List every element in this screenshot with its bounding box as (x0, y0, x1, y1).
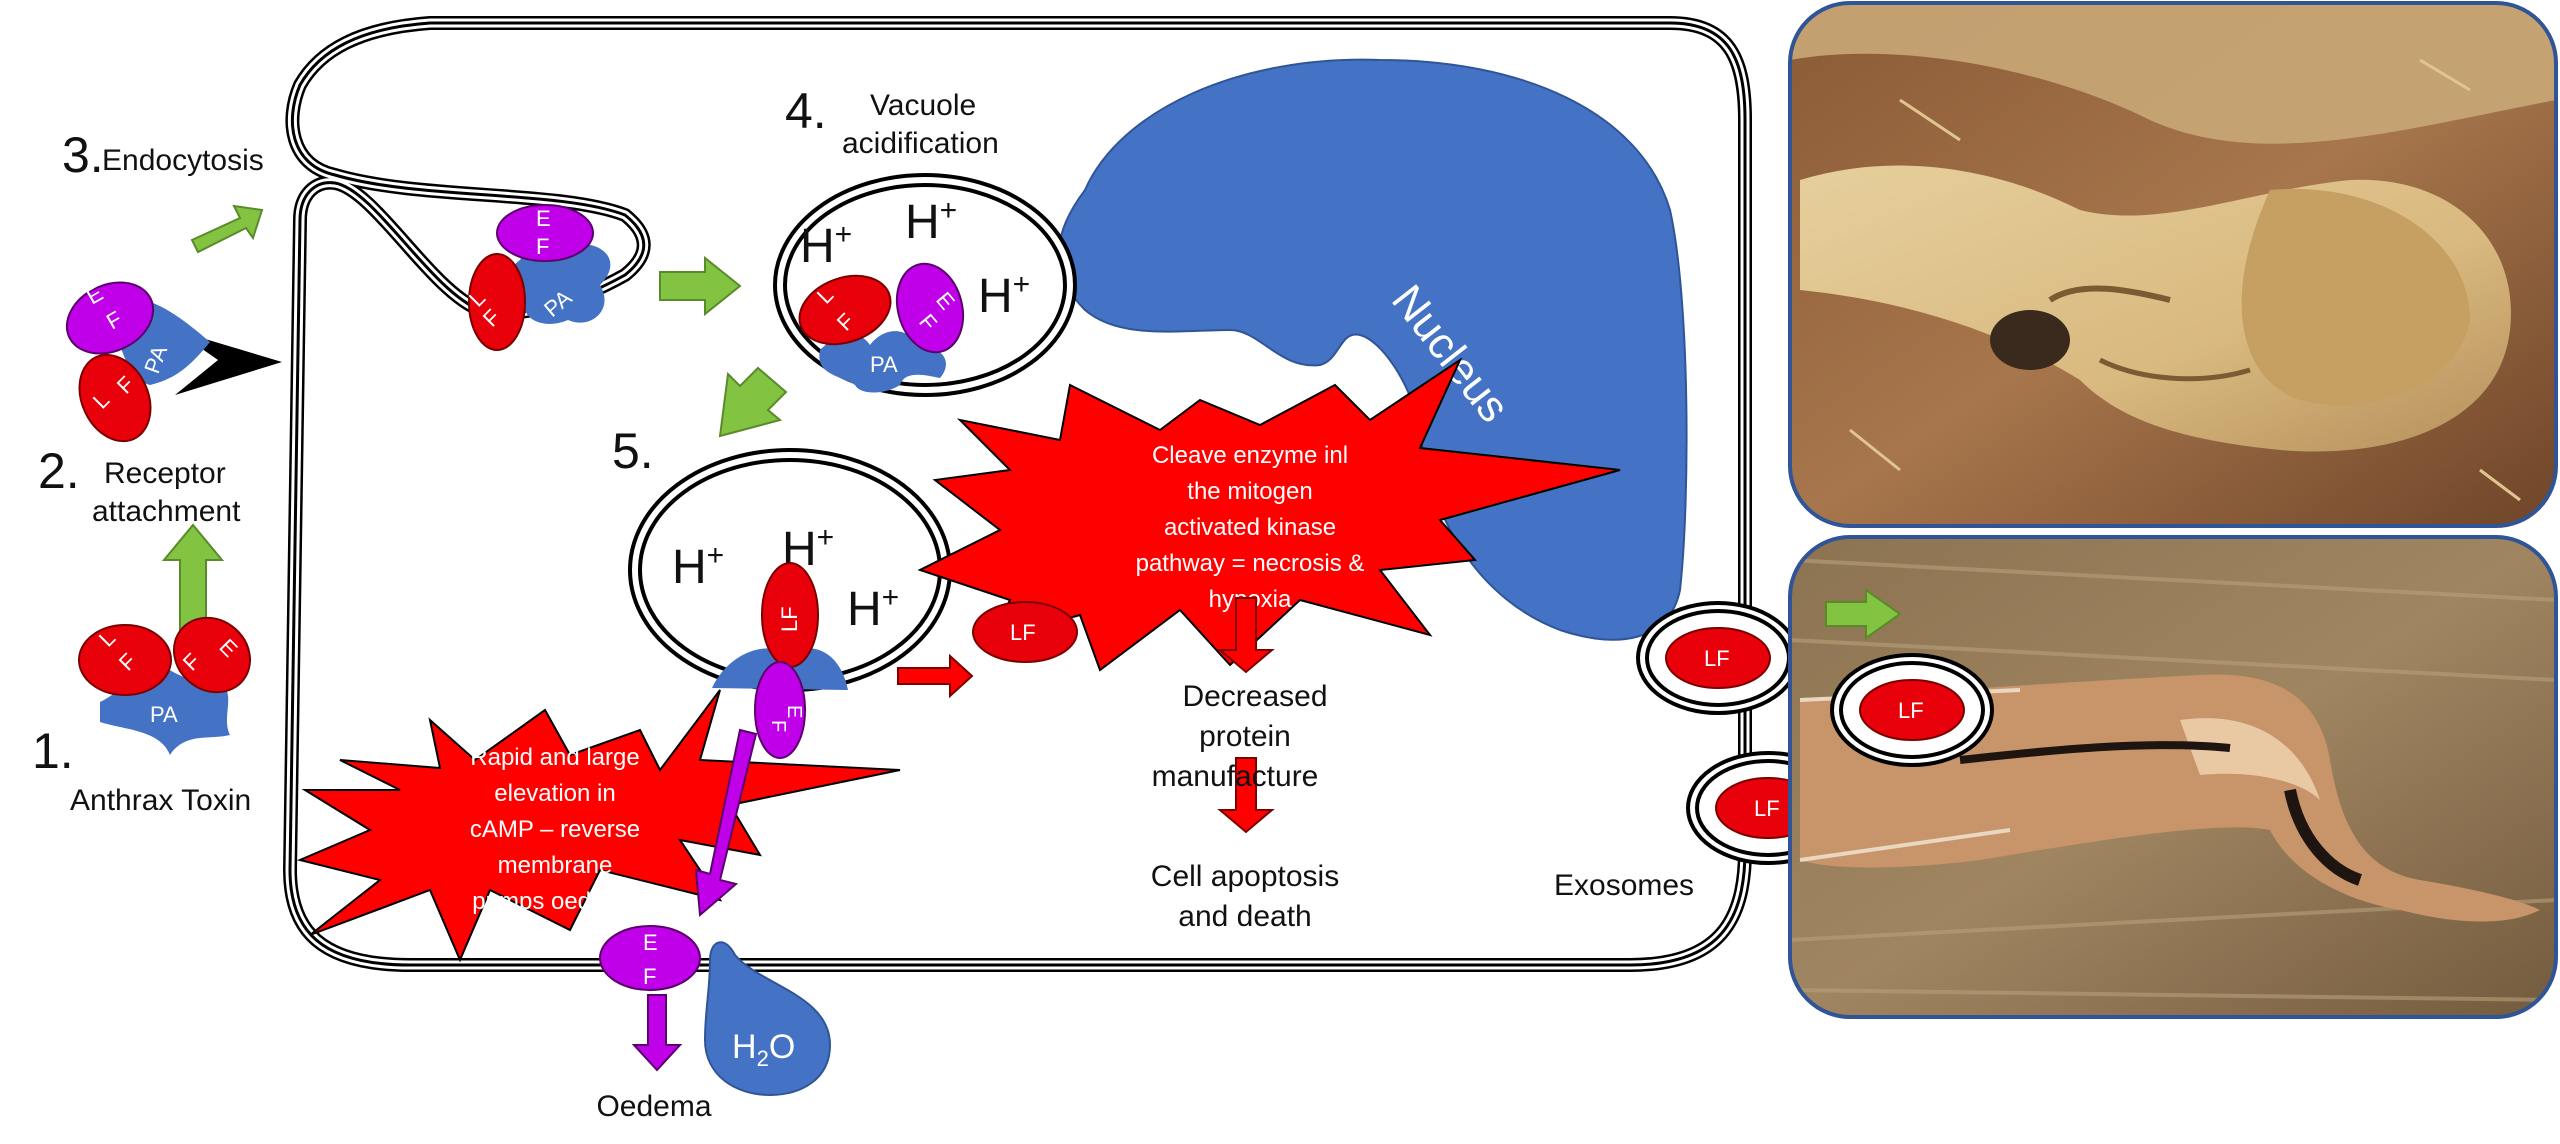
arrow-oedema-icon (631, 994, 683, 1072)
svg-text:F: F (536, 234, 549, 259)
svg-text:E: E (643, 930, 658, 955)
step-3-label: Endocytosis (102, 144, 264, 177)
water-label: H2O (732, 1028, 795, 1071)
water-drop-icon (703, 941, 832, 1097)
toxin-complex-step1: PA L F F E (78, 616, 252, 755)
svg-text:pumps oedema: pumps oedema (472, 888, 638, 915)
death-line2: and death (1178, 900, 1311, 933)
ef-burst-text: Rapid and large elevation in cAMP – reve… (470, 744, 640, 915)
lf-free (972, 601, 1078, 663)
arrow-death-icon (1217, 757, 1275, 834)
outcome-labels: Decreased protein manufacture Cell apopt… (596, 680, 1339, 1123)
lf-burst-text: Cleave enzyme inl the mitogen activated … (1136, 442, 1365, 613)
svg-text:cAMP – reverse: cAMP – reverse (470, 816, 640, 843)
step-2-number: 2. (38, 443, 80, 499)
step-3-number: 3. (62, 127, 104, 183)
step-2-label-line2: attachment (92, 495, 241, 528)
svg-text:PA: PA (870, 352, 898, 377)
step-1-number: 1. (32, 723, 74, 779)
decreased-line1: Decreased (1182, 680, 1327, 713)
step-4-number: 4. (785, 83, 827, 139)
svg-text:F: F (643, 964, 656, 989)
vacuole-step4: H+ H+ H+ PA L F E F (773, 173, 1077, 397)
exosome-3-overlay: LF (1830, 653, 1994, 767)
arrow-decreased-icon (1217, 597, 1275, 674)
ef-subunit (895, 262, 965, 354)
step-1-label: Anthrax Toxin (70, 784, 251, 817)
ef-subunit (754, 661, 806, 759)
svg-text:activated kinase: activated kinase (1164, 514, 1336, 541)
svg-text:the mitogen: the mitogen (1187, 478, 1312, 505)
decreased-line2: protein (1199, 720, 1291, 753)
svg-text:LF: LF (1754, 796, 1780, 821)
arrow-to-vacuole-icon (659, 255, 742, 317)
lf-effect-burst (917, 357, 1621, 672)
death-line1: Cell apoptosis (1151, 860, 1339, 893)
proton-label: H+ (905, 194, 957, 249)
ef-subunit (496, 204, 594, 262)
vacuole-step5: H+ H+ H+ LF E F (628, 448, 952, 759)
ef-subunit-out (599, 925, 701, 991)
arrow-exosome-overlay-icon (1825, 588, 1902, 640)
arrow-to-step5-icon (718, 366, 788, 438)
proton-label: H+ (672, 539, 724, 594)
svg-text:LF: LF (1898, 698, 1924, 723)
step-4-label-line1: Vacuole (870, 89, 976, 122)
svg-text:pathway = necrosis &: pathway = necrosis & (1136, 550, 1365, 577)
svg-text:Cleave enzyme inl: Cleave enzyme inl (1152, 442, 1348, 469)
svg-text:LF: LF (777, 606, 802, 632)
lf-subunit (78, 353, 152, 443)
photo-dead-lion (1788, 1, 2558, 528)
svg-text:PA: PA (150, 702, 178, 727)
svg-text:E: E (536, 206, 551, 231)
svg-text:E: E (783, 705, 805, 718)
svg-text:membrane: membrane (498, 852, 613, 879)
arrow-endocytosis-icon (190, 204, 264, 254)
decreased-line3: manufacture (1152, 760, 1319, 793)
svg-text:F: F (767, 720, 789, 732)
ef-effect-burst (296, 689, 901, 963)
lf-subunit (798, 274, 892, 346)
arrow-ef-out-icon (694, 728, 758, 918)
proton-label: H+ (847, 581, 899, 636)
step-4-label-line2: acidification (842, 127, 999, 160)
proton-label: H+ (800, 218, 852, 273)
toxin-complex-step2: PA E F L F (65, 280, 282, 443)
svg-text:LF: LF (1010, 620, 1036, 645)
purple-arrows (631, 728, 758, 1072)
red-arrows (897, 597, 1275, 834)
step-5-number: 5. (612, 423, 654, 479)
step-2-label-line1: Receptor (104, 457, 226, 490)
lf-subunit (78, 624, 172, 696)
lf-subunit (468, 253, 526, 351)
toxin-complex-step3: PA E F L F (464, 204, 611, 351)
photo-dead-antelope (1788, 535, 2558, 1019)
svg-text:Rapid and large: Rapid and large (470, 744, 639, 771)
svg-text:LF: LF (1704, 646, 1730, 671)
proton-label: H+ (978, 268, 1030, 323)
svg-text:elevation in: elevation in (494, 780, 615, 807)
arrow-to-lf-icon (897, 653, 974, 699)
exosome-1: LF (1636, 601, 1800, 715)
oedema-label: Oedema (596, 1090, 711, 1123)
ef-subunit (65, 281, 155, 355)
exosomes-label: Exosomes (1554, 869, 1694, 902)
lf-subunit-2 (172, 616, 252, 694)
